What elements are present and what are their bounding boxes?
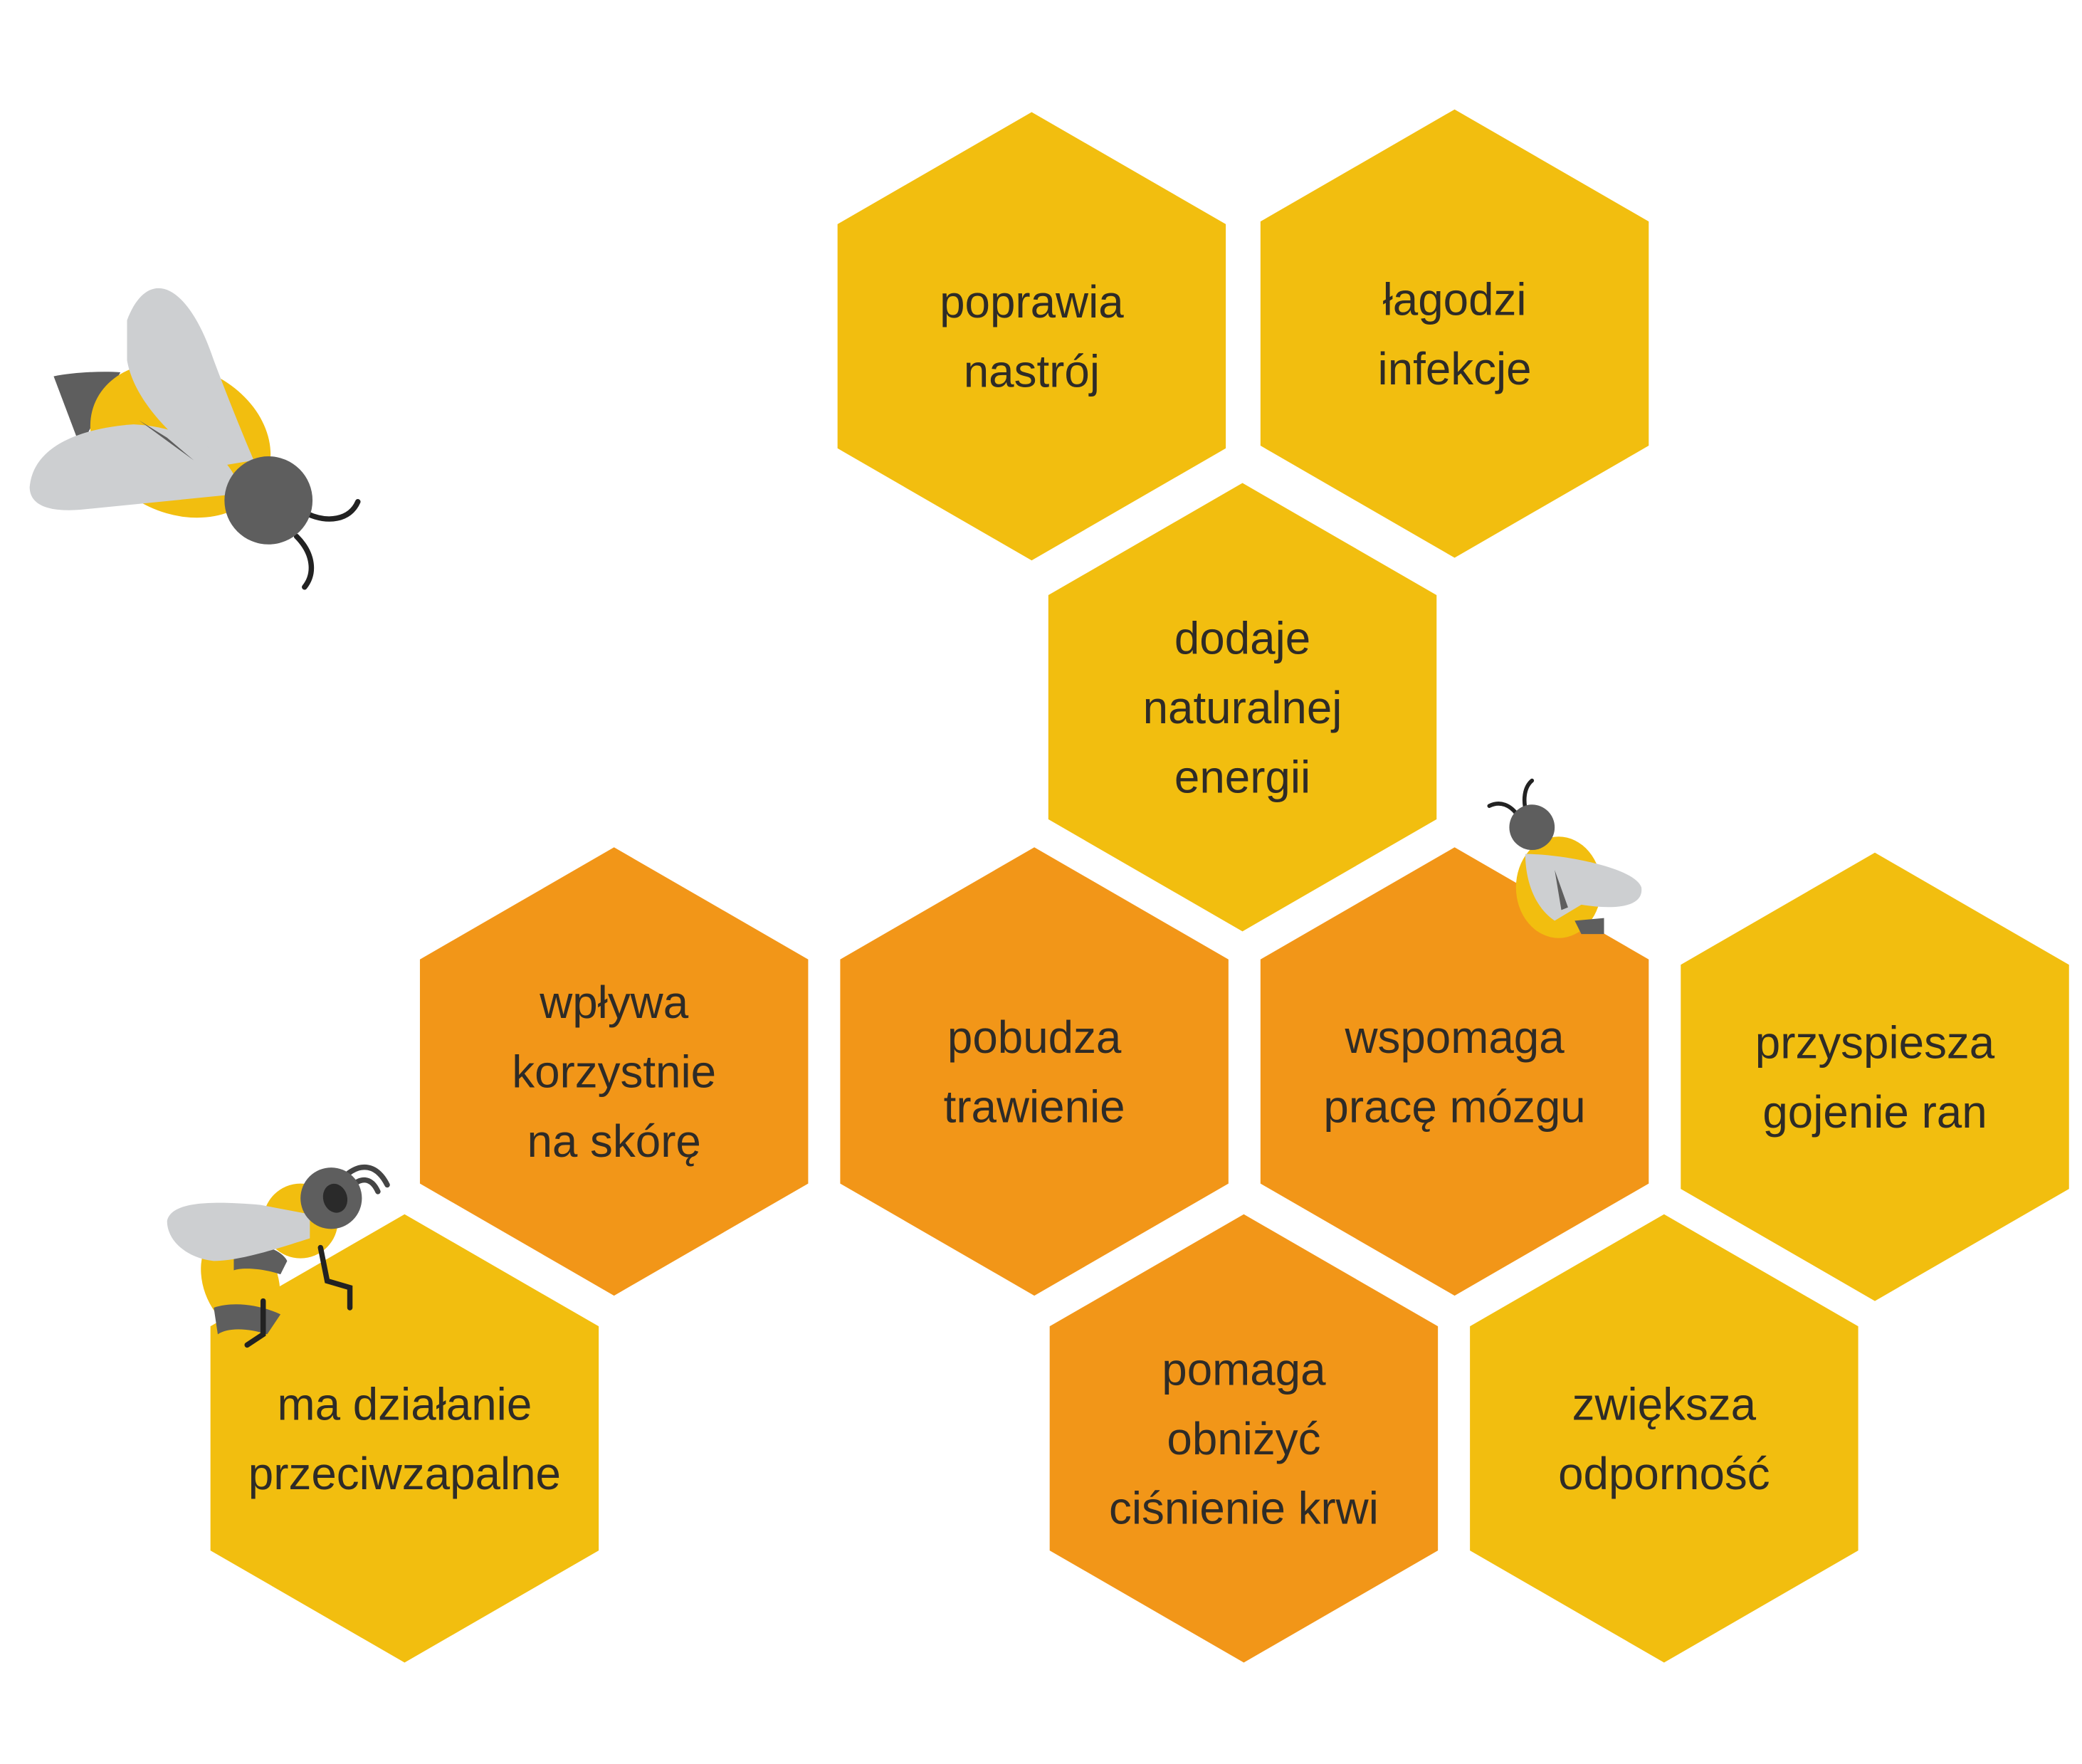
hexagon-shape — [210, 1214, 599, 1663]
hex-label-line: korzystnie — [512, 1046, 716, 1098]
hex-label-line: trawienie — [944, 1081, 1125, 1132]
hex-cell-mood: poprawia nastrój — [837, 112, 1226, 561]
hex-label-line: pobudza — [947, 1012, 1122, 1063]
hex-cell-blood-pressure: pomaga obniżyć ciśnienie krwi — [1049, 1214, 1439, 1663]
hexagon-shape — [1681, 852, 2069, 1301]
bee-wing — [1525, 854, 1642, 921]
hex-label-line: infekcje — [1378, 343, 1532, 394]
hex-label-line: obniżyć — [1167, 1413, 1320, 1464]
hex-label-line: gojenie ran — [1762, 1086, 1987, 1138]
hex-cell-anti-inflammatory: ma działanie przeciwzapalne — [210, 1214, 599, 1663]
bee-front-wing — [29, 424, 241, 510]
hexagon-shape — [837, 112, 1226, 561]
bee-head — [224, 456, 313, 545]
hex-cell-digestion: pobudza trawienie — [840, 847, 1229, 1296]
hexagon-shape — [1260, 847, 1649, 1296]
bee-leg — [317, 1244, 353, 1311]
hex-label-line: energii — [1174, 751, 1310, 802]
hexagon-layer: poprawia nastrój łagodzi infekcje dodaje natu… — [210, 109, 2069, 1663]
hex-label-line: zwiększa — [1572, 1378, 1757, 1429]
bee-leg — [244, 1298, 266, 1348]
hex-label-line: poprawia — [940, 276, 1124, 327]
hex-label-line: dodaje — [1174, 612, 1310, 663]
hex-label-line: przeciwzapalne — [248, 1448, 561, 1499]
hex-cell-skin: wpływa korzystnie na skórę — [419, 847, 809, 1296]
hex-label-line: ma działanie — [278, 1378, 532, 1429]
bee-wing-vein — [139, 420, 194, 461]
hex-label-line: łagodzi — [1383, 273, 1527, 325]
hex-label-line: ciśnienie krwi — [1109, 1483, 1379, 1534]
hexagon-shape — [1260, 109, 1649, 558]
hexagon-shape — [1048, 483, 1437, 932]
hex-label-line: wspomaga — [1345, 1012, 1565, 1063]
hex-label-line: przyspiesza — [1755, 1017, 1995, 1068]
hex-label-line: odporność — [1558, 1448, 1770, 1499]
hex-label-line: pomaga — [1162, 1344, 1326, 1395]
bee-head — [1509, 804, 1555, 851]
hex-cell-immunity: zwiększa odporność — [1470, 1214, 1858, 1663]
bee-antenna — [293, 533, 315, 590]
hex-label-line: nastrój — [964, 346, 1100, 397]
hex-label-line: na skórę — [527, 1115, 700, 1167]
bee-antenna — [304, 499, 361, 522]
hexagon-shape — [1049, 1214, 1439, 1663]
bee-icon-small — [1487, 778, 1642, 938]
bee-antenna — [345, 1164, 390, 1188]
bee-wing — [167, 1202, 310, 1261]
bee-icon-perched — [167, 1164, 390, 1348]
hex-label-line: pracę mózgu — [1323, 1081, 1585, 1132]
hex-label-line: naturalnej — [1143, 682, 1342, 733]
hex-cell-brain: wspomaga pracę mózgu — [1260, 847, 1649, 1296]
bee-icon-flying — [29, 288, 361, 590]
hexagon-shape — [840, 847, 1229, 1296]
hex-cell-energy: dodaje naturalnej energii — [1048, 483, 1437, 932]
hex-label-line: wpływa — [539, 977, 688, 1028]
hex-cell-infections: łagodzi infekcje — [1260, 109, 1649, 558]
bee-back-wing — [127, 288, 254, 468]
hexagon-shape — [419, 847, 809, 1296]
bee-stripe — [1574, 918, 1604, 935]
hexagon-shape — [1470, 1214, 1858, 1663]
bee-wing-vein — [1555, 870, 1568, 910]
bee-eye — [322, 1183, 348, 1213]
hex-cell-wounds: przyspiesza gojenie ran — [1681, 852, 2069, 1301]
